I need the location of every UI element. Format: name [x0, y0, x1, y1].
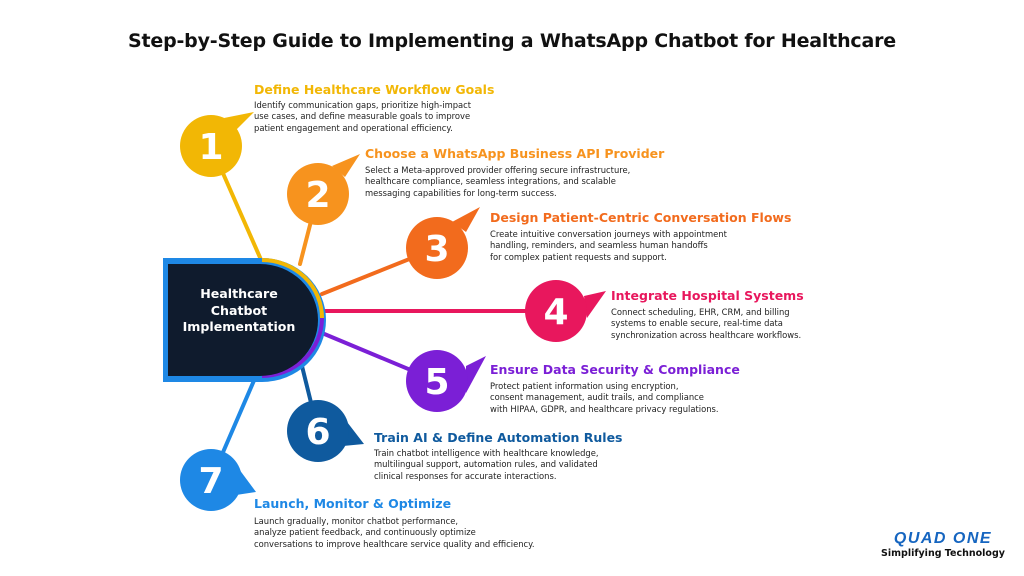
step-title-7: Launch, Monitor & Optimize: [254, 496, 452, 511]
step-number: 1: [198, 127, 223, 168]
logo-tagline: Simplifying Technology: [881, 548, 1005, 559]
step-description-4: Connect scheduling, EHR, CRM, and billin…: [611, 307, 911, 341]
description-line: clinical responses for accurate interact…: [374, 470, 557, 481]
step-number: 2: [305, 175, 330, 216]
description-line: conversations to improve healthcare serv…: [254, 538, 535, 549]
step-badge-4: 4: [525, 280, 606, 342]
speech-tail: [584, 291, 606, 318]
description-line: use cases, and define measurable goals t…: [254, 111, 471, 122]
step-title-5: Ensure Data Security & Compliance: [490, 362, 740, 377]
description-line: consent management, audit trails, and co…: [490, 392, 704, 403]
step-title-6: Train AI & Define Automation Rules: [374, 430, 623, 445]
logo-name: QUAD ONE: [893, 530, 993, 547]
step-badge-5: 5: [406, 350, 486, 412]
description-line: Identify communication gaps, prioritize …: [254, 100, 472, 110]
step-badge-3: 3: [406, 207, 480, 279]
step-badge-1: 1: [180, 112, 254, 177]
step-number: 3: [424, 229, 449, 270]
description-line: messaging capabilities for long-term suc…: [365, 187, 557, 198]
description-line: Select a Meta-approved provider offering…: [365, 165, 631, 175]
hub-shape: [163, 258, 326, 382]
step-description-6: Train chatbot intelligence with healthca…: [374, 448, 674, 482]
step-circles: 1 2 3 4 5 6 7: [180, 112, 606, 511]
description-line: multilingual support, automation rules, …: [374, 459, 598, 470]
step-title-4: Integrate Hospital Systems: [611, 288, 804, 303]
description-line: synchronization across healthcare workfl…: [611, 329, 802, 340]
description-line: handling, reminders, and seamless human …: [490, 240, 708, 251]
step-circle: [287, 400, 349, 462]
step-description-5: Protect patient information using encryp…: [490, 381, 790, 415]
hub-label-line: Healthcare: [200, 286, 278, 301]
description-line: with HIPAA, GDPR, and healthcare privacy…: [490, 403, 719, 414]
hub-accent-arc: [261, 317, 324, 378]
step-circle: [180, 115, 242, 177]
step-circle: [525, 280, 587, 342]
description-line: Train chatbot intelligence with healthca…: [374, 448, 599, 458]
speech-tail: [452, 207, 480, 232]
description-line: healthcare compliance, seamless integrat…: [365, 176, 616, 187]
description-line: patient engagement and operational effic…: [254, 122, 453, 133]
step-title-3: Design Patient-Centric Conversation Flow…: [490, 210, 792, 225]
description-line: Protect patient information using encryp…: [490, 381, 679, 391]
description-line: Create intuitive conversation journeys w…: [490, 229, 727, 239]
page-title: Step-by-Step Guide to Implementing a Wha…: [128, 30, 896, 52]
description-line: systems to enable secure, real-time data: [611, 318, 783, 329]
step-circle: [287, 163, 349, 225]
hub-label: Healthcare Chatbot Implementation: [172, 286, 306, 336]
description-line: Launch gradually, monitor chatbot perfor…: [254, 516, 459, 526]
step-description-1: Identify communication gaps, prioritize …: [254, 100, 554, 134]
step-circle: [406, 350, 468, 412]
description-line: for complex patient requests and support…: [490, 251, 667, 262]
step-number: 4: [543, 292, 568, 333]
step-badge-7: 7: [180, 449, 256, 511]
step-number: 6: [305, 412, 330, 453]
step-number: 7: [198, 461, 223, 502]
step-badge-6: 6: [287, 400, 364, 462]
step-title-1: Define Healthcare Workflow Goals: [254, 82, 495, 97]
step-title-2: Choose a WhatsApp Business API Provider: [365, 146, 665, 161]
hub-label-line: Implementation: [182, 319, 296, 334]
step-description-7: Launch gradually, monitor chatbot perfor…: [254, 516, 554, 550]
step-circle: [180, 449, 242, 511]
step-description-2: Select a Meta-approved provider offering…: [365, 165, 665, 199]
hub-body: [168, 264, 318, 376]
description-line: analyze patient feedback, and continuous…: [254, 527, 476, 538]
description-line: Connect scheduling, EHR, CRM, and billin…: [611, 307, 790, 317]
speech-tail: [466, 356, 486, 393]
step-circle: [406, 217, 468, 279]
step-badge-2: 2: [287, 154, 360, 225]
step-description-3: Create intuitive conversation journeys w…: [490, 229, 790, 263]
hub-label-line: Chatbot: [210, 302, 268, 318]
step-number: 5: [424, 362, 449, 403]
hub-accent-arc: [261, 258, 324, 319]
quad-one-logo: QUAD ONE Simplifying Technology: [868, 530, 1018, 559]
